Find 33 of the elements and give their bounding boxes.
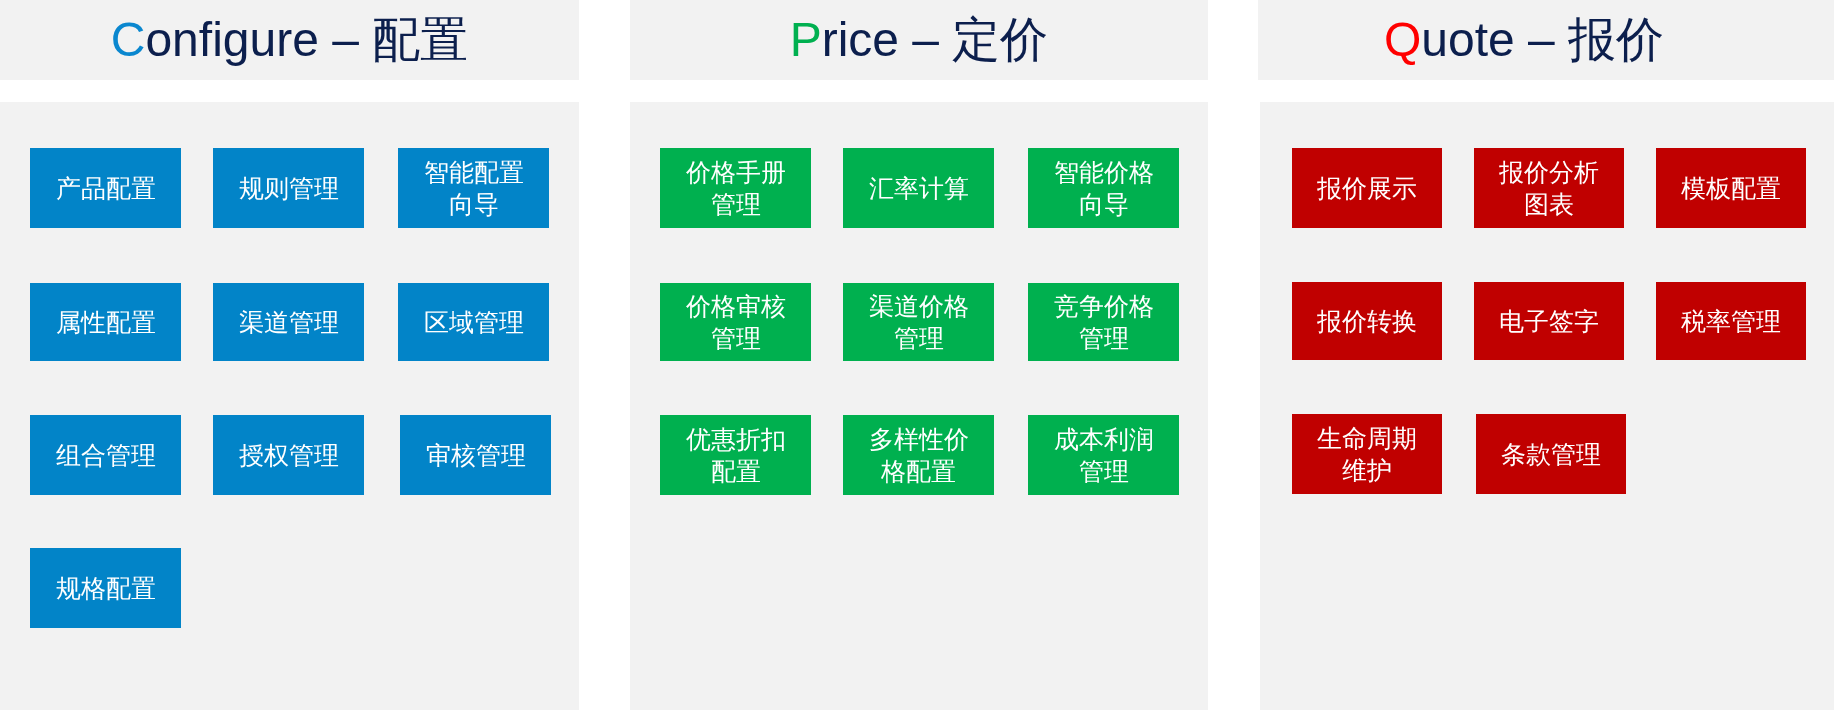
function-box: 产品配置 <box>30 148 181 228</box>
column-panel <box>630 102 1208 710</box>
function-box: 税率管理 <box>1656 282 1806 360</box>
function-box: 审核管理 <box>400 415 551 495</box>
function-box: 竞争价格管理 <box>1028 283 1179 361</box>
function-box: 模板配置 <box>1656 148 1806 228</box>
function-box: 优惠折扣配置 <box>660 415 811 495</box>
function-box: 渠道价格管理 <box>843 283 994 361</box>
function-box: 规格配置 <box>30 548 181 628</box>
column-heading: Configure – 配置 <box>0 0 579 80</box>
function-box: 汇率计算 <box>843 148 994 228</box>
function-box: 区域管理 <box>398 283 549 361</box>
function-box: 报价转换 <box>1292 282 1442 360</box>
function-box: 报价展示 <box>1292 148 1442 228</box>
column-panel <box>0 102 579 710</box>
function-box: 价格手册管理 <box>660 148 811 228</box>
function-box: 渠道管理 <box>213 283 364 361</box>
column-heading: Quote – 报价 <box>1258 0 1834 80</box>
function-box: 智能价格向导 <box>1028 148 1179 228</box>
function-box: 生命周期维护 <box>1292 414 1442 494</box>
function-box: 条款管理 <box>1476 414 1626 494</box>
function-box: 报价分析图表 <box>1474 148 1624 228</box>
function-box: 价格审核管理 <box>660 283 811 361</box>
column-heading: Price – 定价 <box>630 0 1208 80</box>
function-box: 成本利润管理 <box>1028 415 1179 495</box>
function-box: 电子签字 <box>1474 282 1624 360</box>
column-panel <box>1260 102 1834 710</box>
function-box: 规则管理 <box>213 148 364 228</box>
function-box: 组合管理 <box>30 415 181 495</box>
function-box: 多样性价格配置 <box>843 415 994 495</box>
function-box: 属性配置 <box>30 283 181 361</box>
function-box: 授权管理 <box>213 415 364 495</box>
function-box: 智能配置向导 <box>398 148 549 228</box>
